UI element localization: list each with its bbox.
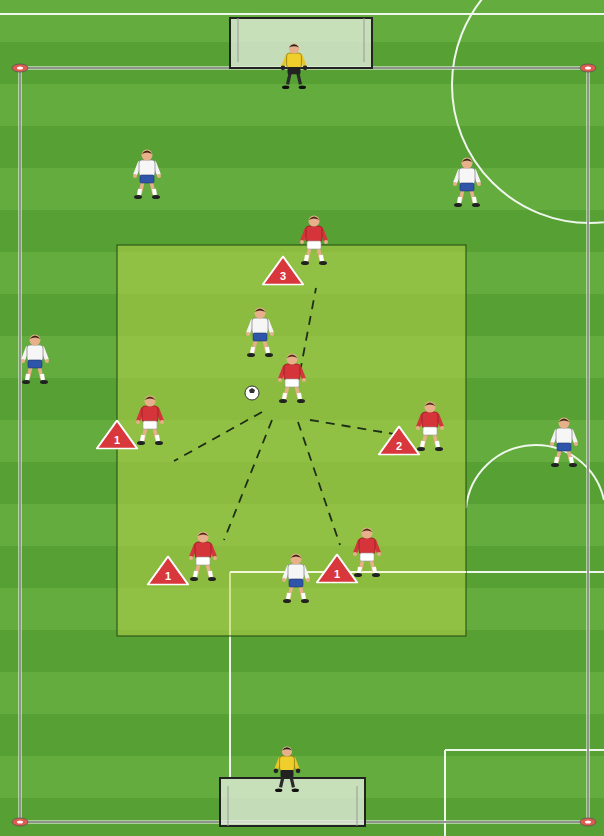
callout-number: 3 (261, 255, 305, 282)
callout-number: 1 (95, 419, 139, 446)
callout-number: 1 (146, 555, 190, 582)
callout-number: 2 (377, 425, 421, 452)
cone-marker: 1 (95, 419, 139, 450)
players (21, 43, 578, 792)
pass-lines (174, 288, 394, 545)
boundary-edge (20, 68, 588, 822)
corner-markers (12, 64, 596, 826)
cone-marker: 3 (261, 255, 305, 286)
cone-marker: 1 (146, 555, 190, 586)
boundary (20, 68, 588, 822)
ball (245, 386, 259, 400)
cone-marker: 2 (377, 425, 421, 456)
cone-marker: 1 (315, 553, 359, 584)
practice-area (117, 245, 466, 636)
callout-number: 1 (315, 553, 359, 580)
